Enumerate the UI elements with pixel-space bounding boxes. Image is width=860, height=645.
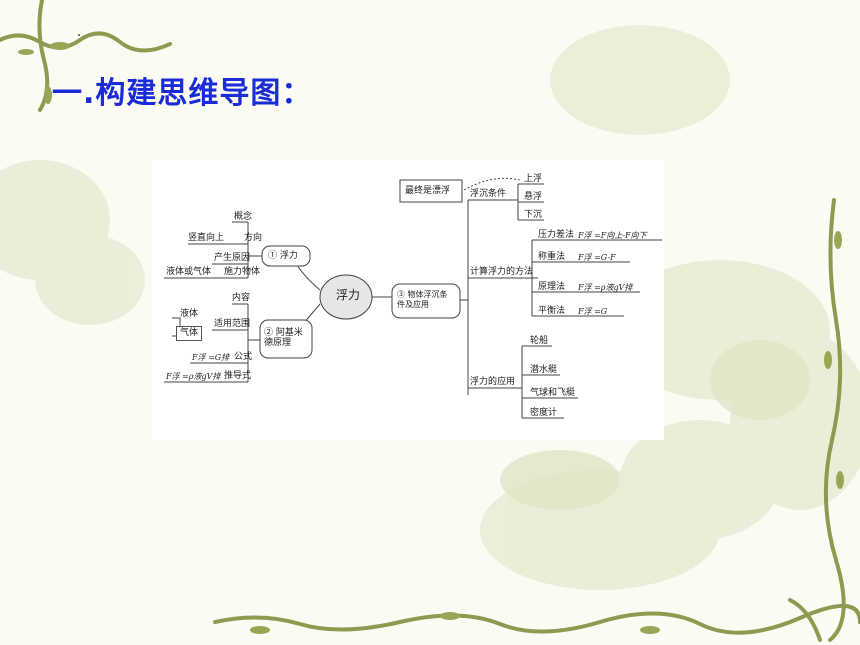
mind-map: 浮力 ① 浮力 ② 阿基米 德原理 ③ 物体浮沉条 件及应用 概念 方向 竖直向…: [152, 160, 664, 440]
dot-mark: [78, 34, 80, 36]
label-weighing: 称重法: [538, 252, 566, 262]
center-node: 浮力: [336, 288, 361, 302]
label-exerter: 施力物体: [224, 267, 261, 277]
formula-pressure-diff: F浮 =F向上-F向下: [578, 231, 647, 240]
label-balance: 平衡法: [538, 306, 566, 316]
label-sink: 下沉: [524, 210, 543, 220]
label-float-condition: 浮沉条件: [470, 189, 507, 199]
label-liquid-gas: 液体或气体: [166, 267, 212, 277]
label-finally-floating: 最终是漂浮: [405, 186, 451, 196]
label-vertical-up: 竖直向上: [188, 233, 225, 243]
label-hydrometer: 密度计: [530, 408, 558, 418]
label-rise: 上浮: [524, 174, 543, 184]
formula-principle: F浮 =ρ液gV排: [578, 283, 633, 292]
label-scope: 适用范围: [214, 319, 251, 329]
label-content: 内容: [232, 293, 251, 303]
label-submarine: 潜水艇: [530, 365, 558, 375]
formula-balance: F浮 =G: [578, 307, 608, 316]
label-calc-methods: 计算浮力的方法: [470, 267, 534, 277]
label-ship: 轮船: [530, 336, 549, 346]
label-applications: 浮力的应用: [470, 377, 516, 387]
formula-archimedes: F浮 =G排: [192, 353, 230, 362]
label-balloon-airship: 气球和飞艇: [530, 388, 576, 398]
label-liquid: 液体: [180, 309, 199, 319]
label-suspend: 悬浮: [524, 192, 543, 202]
formula-derived: F浮 =ρ液gV排: [166, 372, 221, 381]
mind-map-lines: [164, 177, 662, 419]
label-formula: 公式: [234, 352, 253, 362]
node-float-sink: ③ 物体浮沉条 件及应用: [397, 290, 448, 309]
formula-weighing: F浮 =G-F: [578, 253, 616, 262]
label-concept: 概念: [234, 212, 253, 222]
label-derived: 推导式: [224, 371, 252, 381]
label-pressure-diff: 压力差法: [538, 230, 575, 240]
node-buoyancy: ① 浮力: [268, 251, 298, 261]
page-title: 一.构建思维导图：: [52, 76, 313, 111]
label-principle: 原理法: [538, 282, 566, 292]
label-direction: 方向: [244, 233, 263, 243]
label-cause: 产生原因: [214, 253, 251, 263]
label-gas: 气体: [176, 326, 203, 341]
node-archimedes: ② 阿基米 德原理: [264, 328, 303, 348]
